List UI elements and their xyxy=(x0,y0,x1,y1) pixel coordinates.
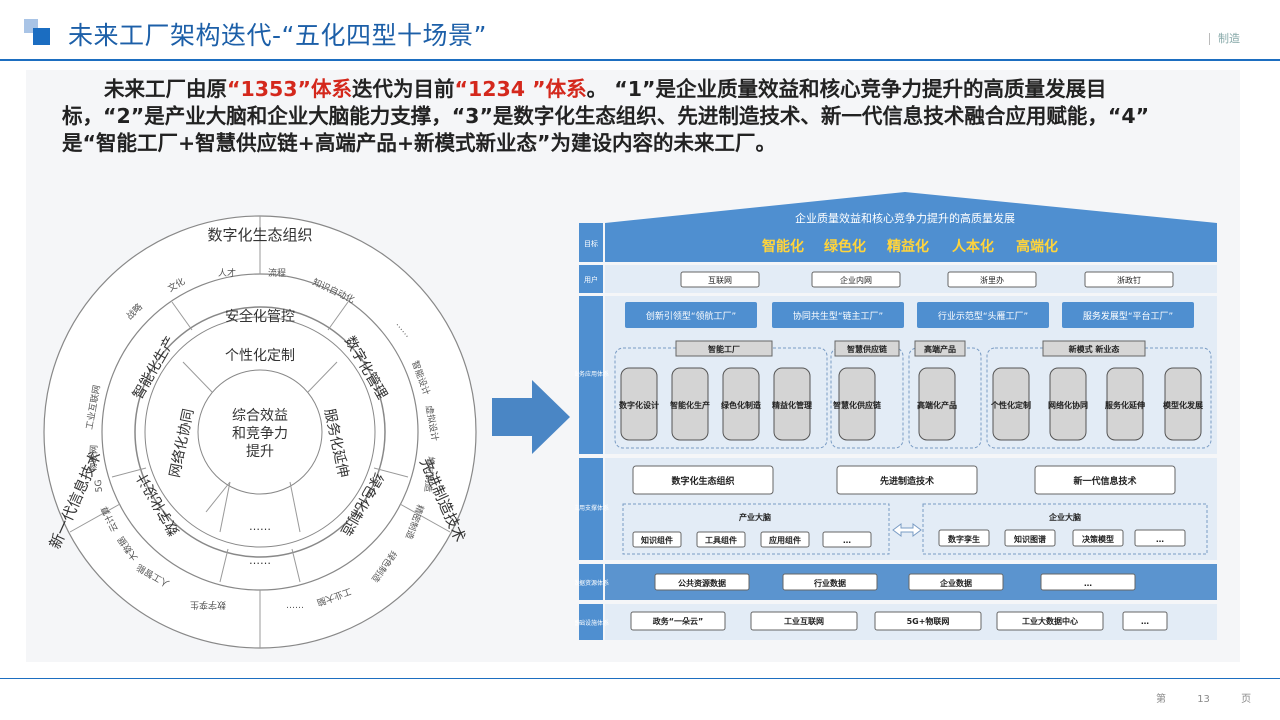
group-smart-factory: 智能工厂 xyxy=(708,344,740,354)
data-side-label: 数据资源体系 xyxy=(575,579,609,587)
infra-side-label: 基础设施体系 xyxy=(575,619,609,627)
eco-talent: 人才 xyxy=(218,267,236,279)
page-footer: 第 13 页 xyxy=(1150,690,1257,705)
group-newmode: 新模式 新业态 xyxy=(1069,344,1120,354)
eb-more: … xyxy=(1156,535,1164,544)
footer-suffix: 页 xyxy=(1241,694,1252,705)
bottom-divider xyxy=(0,678,1280,679)
eb-graph: 知识图谱 xyxy=(1014,534,1046,544)
support-eco: 数字化生态组织 xyxy=(671,475,734,487)
type-chain: 协同共生型“链主工厂” xyxy=(793,310,883,322)
intro-text-2: 迭代为目前 xyxy=(352,77,455,101)
scene-customization: 个性化定制 xyxy=(990,400,1031,410)
eco-process: 流程 xyxy=(268,267,286,279)
scene-digital-design: 数字化设计 xyxy=(619,400,659,410)
goal-keyword-2: 绿色化 xyxy=(824,238,866,255)
scene-smart-supply: 智慧化供应链 xyxy=(833,400,882,410)
type-lead: 创新引领型“领航工厂” xyxy=(646,310,736,322)
intro-text-3: 。 “1”是企业质量效益和核心竞争力提升的高质量发展目标，“2”是产业大脑和企业… xyxy=(62,77,1150,155)
ib-more: … xyxy=(843,536,851,545)
architecture-diagram: 目标 企业质量效益和核心竞争力提升的高质量发展 智能化 绿色化 精益化 人本化 … xyxy=(573,190,1225,645)
scene-highend-product: 高端化产品 xyxy=(917,400,957,410)
page-number: 13 xyxy=(1197,694,1210,705)
slide-title: 未来工厂架构迭代-“五化四型十场景” xyxy=(68,21,487,50)
infra-5g: 5G+物联网 xyxy=(907,616,950,626)
eb-decision: 决策模型 xyxy=(1082,534,1114,544)
bottom-twin: 数字孪生 xyxy=(190,599,226,611)
support-adv-mfg: 先进制造技术 xyxy=(880,475,934,487)
scene-lean-mgmt: 精益化管理 xyxy=(772,400,812,410)
footer-prefix: 第 xyxy=(1156,694,1166,705)
support-side-label: 应用支撑体系 xyxy=(575,504,609,512)
data-public: 公共资源数据 xyxy=(678,578,726,588)
bidirectional-arrow-icon xyxy=(892,523,922,537)
goal-keyword-1: 智能化 xyxy=(761,238,804,255)
arrow-icon xyxy=(492,380,570,454)
goal-side-label: 目标 xyxy=(584,239,598,248)
eb-twin: 数字孪生 xyxy=(948,534,980,544)
brand-label: 制造 xyxy=(1209,33,1240,45)
tech-additive: 增材制造 xyxy=(422,456,437,493)
infra-bigdata: 工业大数据中心 xyxy=(1022,616,1078,626)
scene-smart-production: 智能化生产 xyxy=(670,400,710,410)
ib-apps: 应用组件 xyxy=(769,535,801,545)
enterprise-brain-label: 企业大脑 xyxy=(1048,512,1081,522)
title-bar: 未来工厂架构迭代-“五化四型十场景” 制造 xyxy=(0,0,1280,60)
info-iot: 物联网 xyxy=(87,445,100,472)
ring2-ellipsis: …… xyxy=(249,554,271,567)
type-demo: 行业示范型“头雁工厂” xyxy=(938,310,1028,322)
top-divider xyxy=(0,59,1280,61)
goal-title: 企业质量效益和核心竞争力提升的高质量发展 xyxy=(795,211,1015,225)
intro-highlight-old: “1353”体系 xyxy=(227,77,353,101)
ring3-eco: 数字化生态组织 xyxy=(207,226,312,244)
intro-highlight-new: “1234 ”体系 xyxy=(454,77,587,101)
bottom-ellipsis-1: …… xyxy=(286,601,304,611)
user-zzd: 浙政钉 xyxy=(1117,275,1141,285)
type-platform: 服务发展型“平台工厂” xyxy=(1083,310,1173,322)
ring2-safety: 安全化管控 xyxy=(225,308,295,325)
data-more: … xyxy=(1084,579,1092,588)
goal-keyword-4: 人本化 xyxy=(952,238,994,255)
center-line-2: 和竞争力 xyxy=(232,425,288,442)
scene-network: 网络化协同 xyxy=(1048,400,1088,410)
group-supply: 智慧供应链 xyxy=(847,344,888,354)
biz-side-label: 业务应用体系 xyxy=(575,370,609,378)
scene-model: 模型化发展 xyxy=(1163,400,1203,410)
intro-paragraph: 未来工厂由原“1353”体系迭代为目前“1234 ”体系。 “1”是企业质量效益… xyxy=(62,76,1202,157)
intro-text-1: 未来工厂由原 xyxy=(104,77,227,101)
infra-more: … xyxy=(1141,617,1149,626)
five-four-ten-circle-diagram: 综合效益 和竞争力 提升 个性化定制 服务化延伸 …… 网络化协同 安全化管控 … xyxy=(40,212,480,652)
support-new-it: 新一代信息技术 xyxy=(1073,475,1136,487)
data-industry: 行业数据 xyxy=(813,578,846,588)
infra-cloud: 政务“一朵云” xyxy=(653,616,704,626)
title-deco-square-accent xyxy=(33,28,50,45)
goal-keyword-3: 精益化 xyxy=(887,238,929,255)
transition-arrow xyxy=(492,380,570,454)
center-line-3: 提升 xyxy=(246,444,274,460)
ring1-ellipsis: …… xyxy=(249,520,271,533)
ib-knowledge: 知识组件 xyxy=(641,535,673,545)
users-side-label: 用户 xyxy=(584,275,598,284)
data-enterprise: 企业数据 xyxy=(939,578,972,588)
scene-service: 服务化延伸 xyxy=(1105,400,1145,410)
goal-keyword-5: 高端化 xyxy=(1016,238,1058,255)
scene-green-mfg: 绿色化制造 xyxy=(721,400,761,410)
user-internet: 互联网 xyxy=(708,276,732,285)
user-intranet: 企业内网 xyxy=(840,275,872,285)
user-zlb: 浙里办 xyxy=(980,275,1004,285)
ring1-customization: 个性化定制 xyxy=(225,348,295,364)
ib-tools: 工具组件 xyxy=(705,535,737,545)
infra-iiot: 工业互联网 xyxy=(784,616,824,626)
info-5g: 5G xyxy=(94,479,105,493)
group-highend: 高端产品 xyxy=(924,344,956,354)
industry-brain-label: 产业大脑 xyxy=(739,512,771,522)
center-line-1: 综合效益 xyxy=(232,408,288,424)
